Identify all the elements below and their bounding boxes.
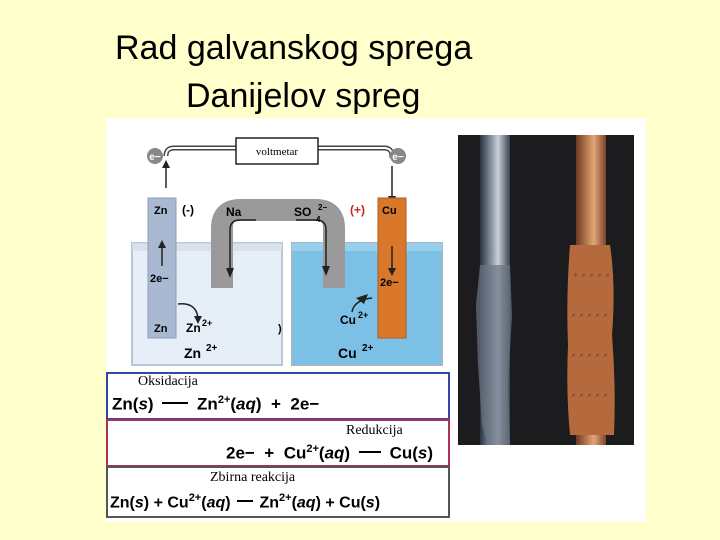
svg-text:2−: 2− — [318, 203, 327, 212]
daniell-cell-diagram: voltmetar e− e− Na SO 4 2− Zn (-) 2e− Zn… — [106, 118, 456, 368]
overall-equation: Zn(s) + Cu2+(aq) Zn2+(aq) + Cu(s) — [110, 492, 380, 512]
wire-right — [318, 148, 392, 158]
svg-text:Zn: Zn — [186, 321, 201, 335]
svg-text:): ) — [278, 323, 282, 335]
overall-box: Zbirna reakcija Zn(s) + Cu2+(aq) Zn2+(aq… — [106, 466, 450, 518]
slide-subtitle: Danijelov spreg — [186, 76, 720, 116]
oxidation-equation: Zn(s) Zn2+(aq) + 2e− — [112, 394, 319, 415]
bridge-na-label: Na — [226, 205, 242, 219]
svg-text:e−: e− — [149, 152, 161, 163]
reduction-box: Redukcija 2e− + Cu2+(aq) Cu(s) — [106, 419, 450, 467]
svg-text:2e−: 2e− — [150, 273, 169, 285]
cathode-sign: (+) — [350, 203, 365, 217]
wire-left — [166, 148, 236, 156]
electrodes-photo — [458, 135, 634, 445]
oxidation-label: Oksidacija — [138, 374, 198, 390]
overall-label: Zbirna reakcija — [210, 470, 295, 486]
svg-text:Zn: Zn — [154, 323, 168, 335]
svg-text:e−: e− — [392, 152, 404, 163]
anode-sign: (-) — [182, 203, 194, 217]
svg-text:2+: 2+ — [206, 343, 218, 354]
svg-text:2+: 2+ — [202, 318, 212, 328]
voltmeter-label: voltmetar — [256, 146, 298, 158]
svg-text:Cu: Cu — [340, 313, 356, 327]
reduction-equation: 2e− + Cu2+(aq) Cu(s) — [226, 443, 433, 464]
left-solution-label: Zn — [184, 345, 201, 361]
bridge-so4-label: SO — [294, 205, 311, 219]
right-solution-label: Cu — [338, 345, 357, 361]
zinc-electrode — [148, 198, 176, 338]
reduction-label: Redukcija — [346, 423, 403, 439]
cathode-label: Cu — [382, 205, 397, 217]
anode-label: Zn — [154, 205, 168, 217]
svg-text:2+: 2+ — [358, 310, 368, 320]
oxidation-box: Oksidacija Zn(s) Zn2+(aq) + 2e− — [106, 372, 450, 420]
svg-text:4: 4 — [316, 215, 321, 224]
svg-text:2e−: 2e− — [380, 277, 399, 289]
slide-title: Rad galvanskog sprega — [115, 28, 720, 68]
svg-text:2+: 2+ — [362, 343, 374, 354]
